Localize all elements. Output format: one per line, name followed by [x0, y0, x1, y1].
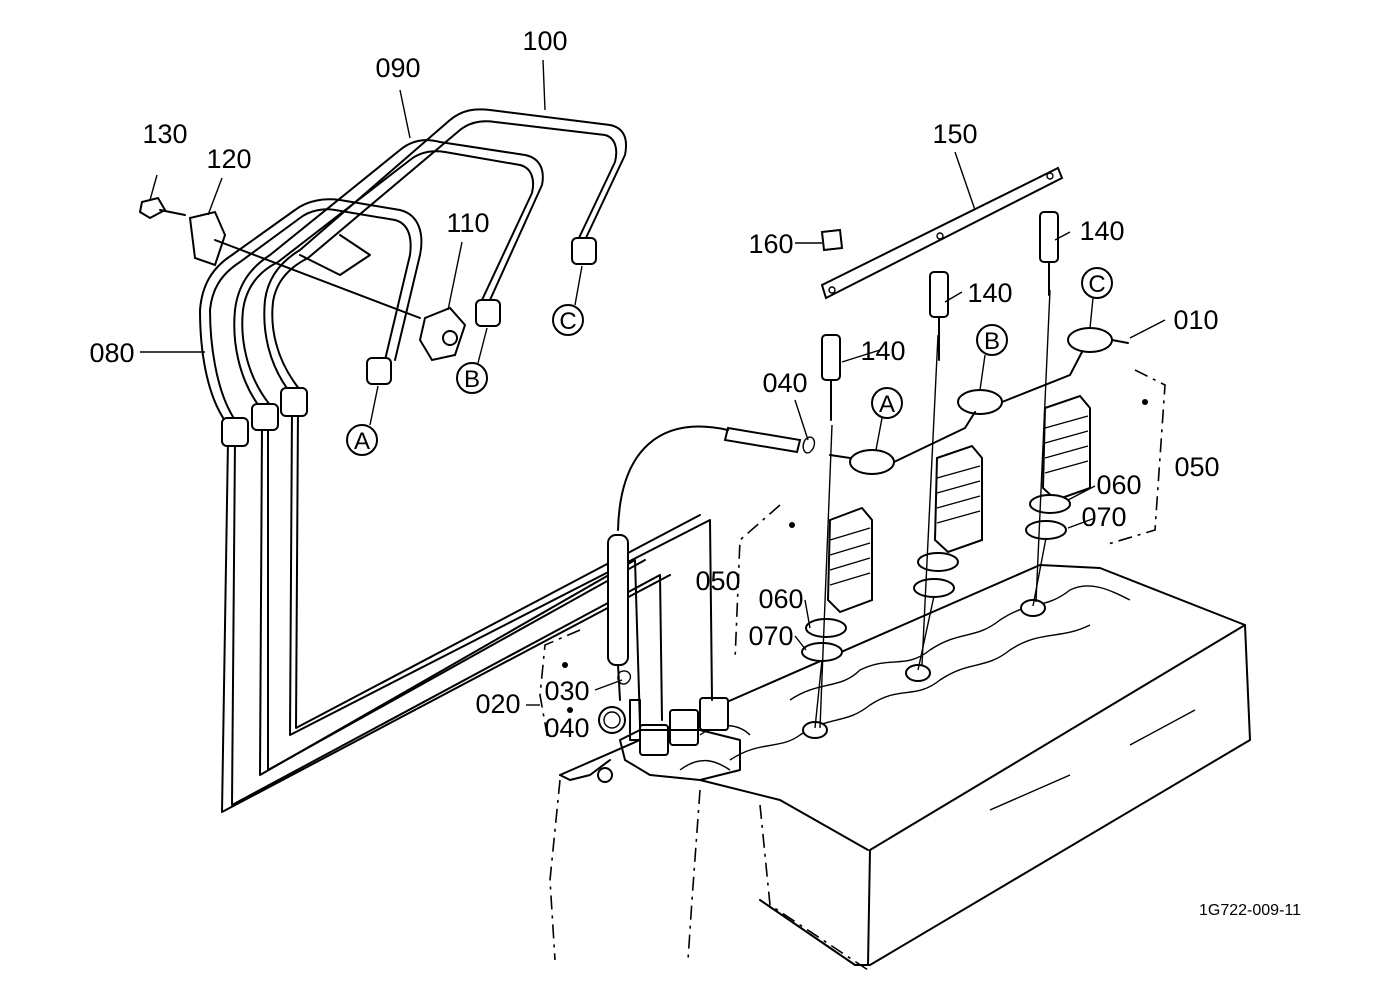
callout-circle-c-right	[1081, 267, 1113, 299]
label-100: 100	[522, 26, 567, 56]
callout-markers: A B C A B C	[346, 265, 1113, 456]
injection-pipes	[199, 108, 713, 813]
callout-circle-b-right	[976, 324, 1008, 356]
label-060-left: 060	[758, 584, 803, 614]
label-030: 030	[544, 676, 589, 706]
label-120: 120	[206, 144, 251, 174]
label-020: 020	[475, 689, 520, 719]
label-080: 080	[89, 338, 134, 368]
callout-a-right: A	[879, 391, 895, 418]
callout-circle-b-left	[456, 362, 488, 394]
glow-plug-lead	[820, 166, 1064, 300]
label-060-right: 060	[1096, 470, 1141, 500]
injection-pump	[597, 697, 741, 783]
label-010: 010	[1173, 305, 1218, 335]
label-140-middle: 140	[967, 278, 1012, 308]
label-150: 150	[932, 119, 977, 149]
label-160: 160	[748, 229, 793, 259]
leader-lines	[140, 59, 1166, 706]
label-140-left: 140	[860, 336, 905, 366]
label-050-right: 050	[1174, 452, 1219, 482]
label-040-lower: 040	[544, 713, 589, 743]
label-050-left: 050	[695, 566, 740, 596]
label-110: 110	[446, 208, 489, 238]
drawing-number: 1G722-009-11	[1199, 902, 1301, 919]
label-090: 090	[375, 53, 420, 83]
callout-circle-a-left	[346, 424, 378, 456]
label-130: 130	[142, 119, 187, 149]
callout-circle-a-right	[871, 387, 903, 419]
callout-b-right: B	[984, 328, 1000, 355]
cylinder-head	[549, 564, 1251, 971]
callout-c-right: C	[1088, 271, 1105, 298]
nozzle-holders	[801, 211, 1091, 729]
label-040-upper: 040	[762, 368, 807, 398]
callout-c-left: C	[559, 308, 576, 335]
callout-a-left: A	[354, 428, 370, 455]
callout-b-left: B	[464, 366, 480, 393]
label-070-left: 070	[748, 621, 793, 651]
label-070-right: 070	[1081, 502, 1126, 532]
callout-circle-c-left	[552, 304, 584, 336]
label-140-right: 140	[1079, 216, 1124, 246]
part-labels: 100 090 130 120 110 080 150 160 140 140 …	[89, 26, 1219, 743]
pipe-clamp	[138, 196, 467, 362]
assembly-brackets	[539, 369, 1166, 741]
